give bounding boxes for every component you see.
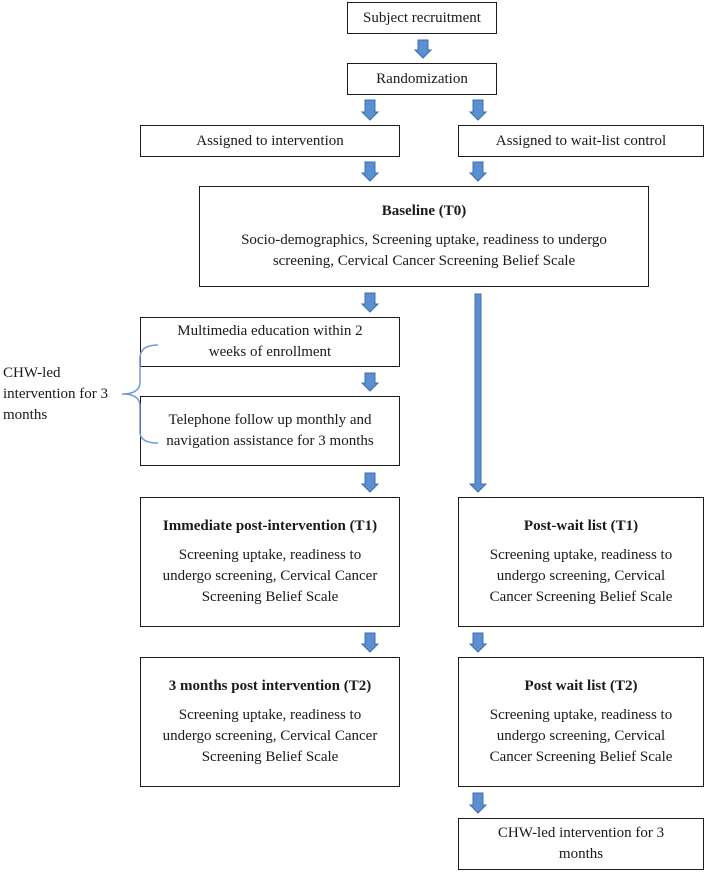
brace-label: CHW-led intervention for 3 months xyxy=(3,365,108,423)
box-immediate-post-intervention: Immediate post-intervention (T1) Screeni… xyxy=(140,497,400,627)
postwait2-body: Screening uptake, readiness to undergo s… xyxy=(489,707,673,765)
randomization-label: Randomization xyxy=(376,70,468,87)
box-baseline: Baseline (T0) Socio-demographics, Screen… xyxy=(199,186,649,287)
arrow-random-to-intervention xyxy=(360,99,380,121)
multimedia-label: Multimedia education within 2 weeks of e… xyxy=(177,323,363,360)
box-multimedia-education: Multimedia education within 2 weeks of e… xyxy=(140,317,400,367)
three-months-body: Screening uptake, readiness to undergo s… xyxy=(162,707,378,765)
box-post-wait-list-t1: Post-wait list (T1) Screening uptake, re… xyxy=(458,497,704,627)
immediate-body: Screening uptake, readiness to undergo s… xyxy=(162,547,378,605)
arrow-postwait2-to-chw xyxy=(468,792,488,814)
brace-shape xyxy=(121,344,159,444)
arrow-waitlist-to-baseline xyxy=(468,161,488,182)
postwait-title: Post-wait list (T1) xyxy=(523,518,639,534)
box-subject-recruitment: Subject recruitment xyxy=(347,2,497,34)
box-chw-led-final: CHW-led intervention for 3 months xyxy=(458,818,704,870)
arrow-random-to-waitlist xyxy=(468,99,488,121)
arrow-baseline-to-multimedia xyxy=(360,292,380,313)
box-post-wait-list-t2: Post wait list (T2) Screening uptake, re… xyxy=(458,657,704,787)
baseline-title: Baseline (T0) xyxy=(381,203,467,219)
telephone-label: Telephone follow up monthly and navigati… xyxy=(166,412,374,449)
box-3-months-post-intervention: 3 months post intervention (T2) Screenin… xyxy=(140,657,400,787)
assigned-waitlist-label: Assigned to wait-list control xyxy=(495,132,667,149)
three-months-title: 3 months post intervention (T2) xyxy=(168,678,372,694)
box-telephone-followup: Telephone follow up monthly and navigati… xyxy=(140,396,400,466)
postwait2-title: Post wait list (T2) xyxy=(524,678,638,694)
box-assigned-waitlist: Assigned to wait-list control xyxy=(458,125,704,157)
arrow-baseline-to-postwait-long xyxy=(468,293,488,493)
chw-final-label: CHW-led intervention for 3 months xyxy=(497,825,665,862)
arrow-postwait-to-postwait2 xyxy=(468,632,488,653)
box-randomization: Randomization xyxy=(347,63,497,95)
immediate-title: Immediate post-intervention (T1) xyxy=(162,518,378,534)
postwait-body: Screening uptake, readiness to undergo s… xyxy=(489,547,673,605)
arrow-intervention-to-baseline xyxy=(360,161,380,182)
baseline-body: Socio-demographics, Screening uptake, re… xyxy=(241,232,607,269)
arrow-telephone-to-immediate xyxy=(360,472,380,493)
arrow-immediate-to-three-months xyxy=(360,632,380,653)
arrow-multimedia-to-telephone xyxy=(360,372,380,392)
assigned-intervention-label: Assigned to intervention xyxy=(196,132,344,149)
recruit-label: Subject recruitment xyxy=(363,9,481,26)
arrow-recruit-to-random xyxy=(413,39,433,59)
box-assigned-intervention: Assigned to intervention xyxy=(140,125,400,157)
